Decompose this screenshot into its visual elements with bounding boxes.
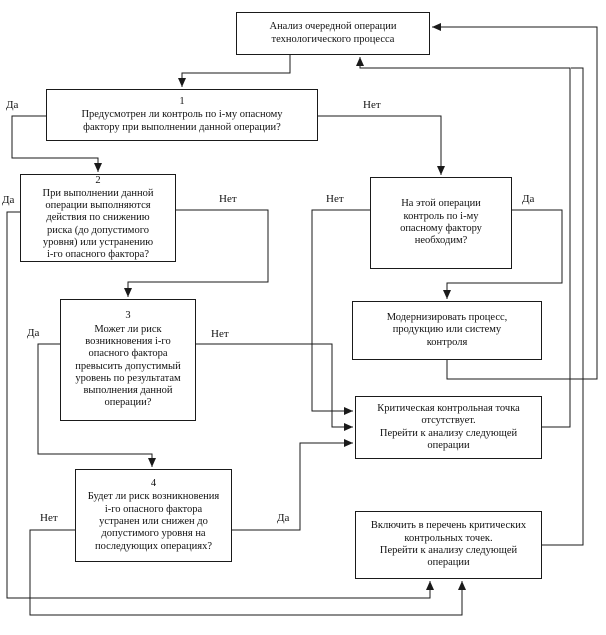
edge-label-q3-no: Нет xyxy=(210,328,230,340)
box-q4-text: Будет ли риск возникновения i-го опасног… xyxy=(87,491,220,552)
box-q3: 3 Может ли риск возникновения i-го опасн… xyxy=(60,299,196,421)
connector-q4-yes-to-no-ccp xyxy=(232,439,353,531)
edge-label-q2-yes: Да xyxy=(1,194,16,206)
box-modernize: Модернизировать процесс, продукцию или с… xyxy=(352,301,542,360)
connector-q4-no-to-add-ccp xyxy=(29,529,466,616)
box-add-ccp: Включить в перечень критических контроль… xyxy=(355,511,542,579)
edge-label-control-needed-yes: Да xyxy=(521,193,536,205)
box-q4-number: 4 xyxy=(150,478,157,490)
connector-q1-yes-to-q2 xyxy=(11,115,102,172)
box-q3-number: 3 xyxy=(125,310,131,322)
box-start: Анализ очередной операции технологическо… xyxy=(236,12,430,55)
box-q4: 4 Будет ли риск возникновения i-го опасн… xyxy=(75,469,232,562)
connector-q1-no-to-control-needed xyxy=(318,115,445,175)
edge-label-q3-yes: Да xyxy=(26,327,41,339)
box-q2: 2 При выполнении данной операции выполня… xyxy=(20,174,176,262)
edge-label-q4-yes: Да xyxy=(276,512,291,524)
box-start-text: Анализ очередной операции технологическо… xyxy=(269,21,397,45)
box-control-needed: На этой операции контроль по i-му опасно… xyxy=(370,177,512,269)
box-control-needed-text: На этой операции контроль по i-му опасно… xyxy=(400,198,482,247)
box-q1-text: Предусмотрен ли контроль по i-му опасном… xyxy=(81,109,283,133)
connector-q2-yes-to-add-ccp xyxy=(6,211,434,599)
connector-no-ccp-to-start xyxy=(356,57,571,428)
edge-label-control-needed-no: Нет xyxy=(325,193,345,205)
box-q3-text: Может ли риск возникновения i-го опасног… xyxy=(75,323,181,409)
edge-label-q1-yes: Да xyxy=(5,99,20,111)
connector-control-needed-yes-to-modernize xyxy=(443,209,563,299)
box-q2-number: 2 xyxy=(95,174,101,186)
box-q2-text: При выполнении данной операции выполняют… xyxy=(42,187,154,261)
box-q1: 1 Предусмотрен ли контроль по i-му опасн… xyxy=(46,89,318,141)
box-no-ccp: Критическая контрольная точка отсутствуе… xyxy=(355,396,542,459)
box-add-ccp-text: Включить в перечень критических контроль… xyxy=(370,520,527,569)
edge-label-q1-no: Нет xyxy=(362,99,382,111)
connector-modernize-to-start xyxy=(432,23,598,380)
edge-label-q4-no: Нет xyxy=(39,512,59,524)
connector-q3-no-to-no-ccp xyxy=(196,343,353,431)
edge-label-q2-no: Нет xyxy=(218,193,238,205)
connector-add-ccp-to-start xyxy=(542,67,584,546)
box-q1-number: 1 xyxy=(179,96,185,108)
connector-q3-yes-to-q4 xyxy=(37,343,156,467)
connector-q2-no-to-q3 xyxy=(124,209,269,297)
connector-start-to-q1 xyxy=(178,55,291,87)
box-no-ccp-text: Критическая контрольная точка отсутствуе… xyxy=(377,402,520,451)
box-modernize-text: Модернизировать процесс, продукцию или с… xyxy=(386,312,508,348)
